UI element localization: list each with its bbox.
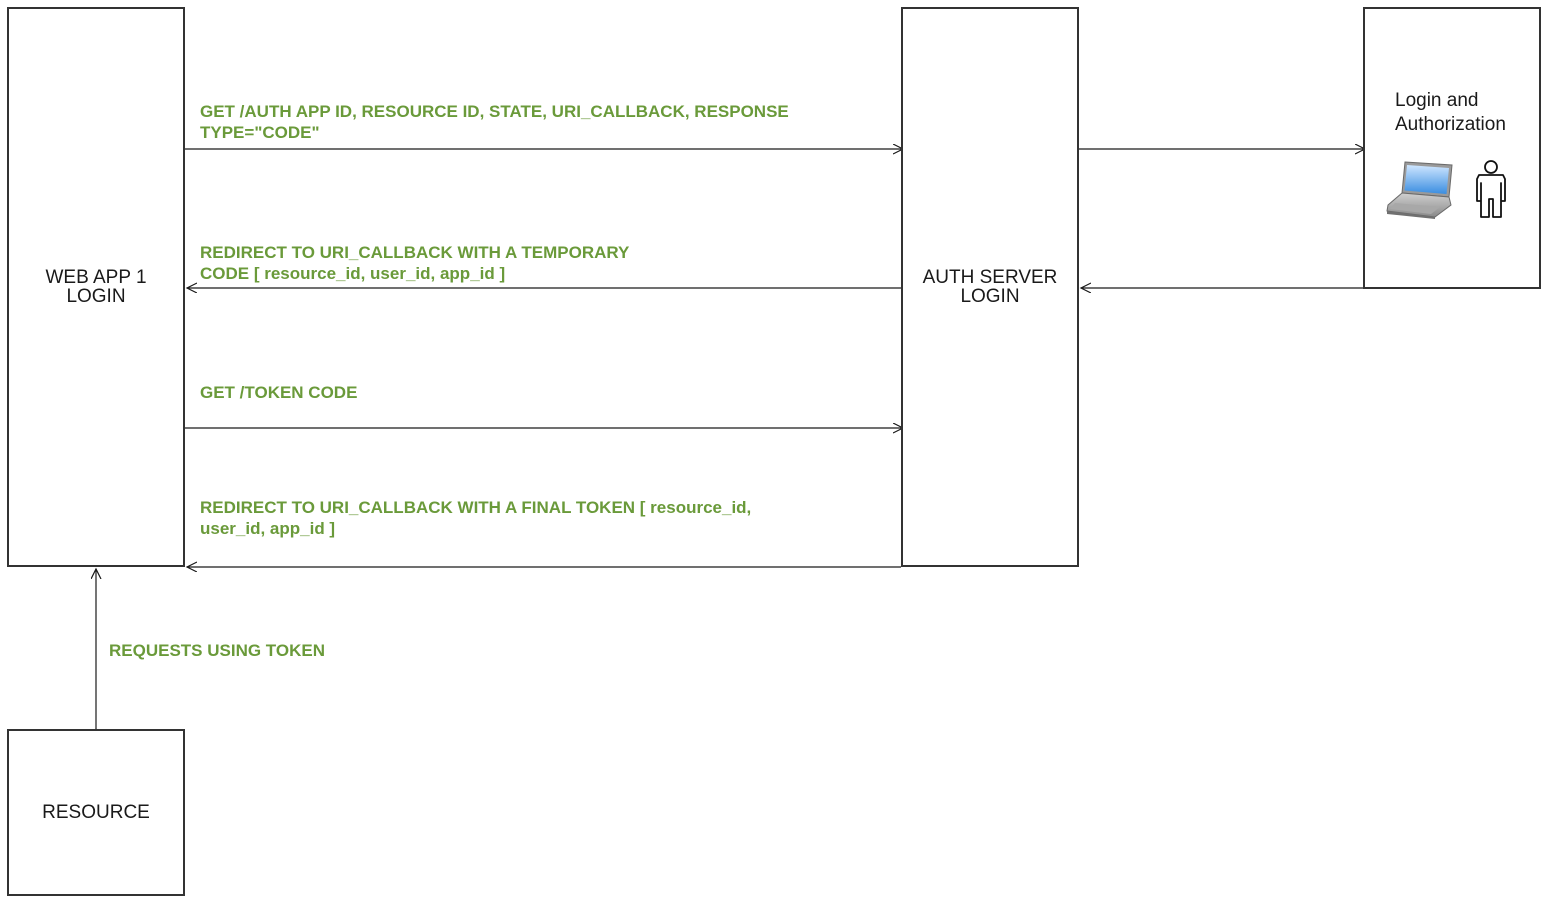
message-redirect-final-line2: user_id, app_id ] <box>200 519 336 538</box>
auth-server-label-line1: AUTH SERVER <box>922 267 1058 288</box>
message-redirect-temp-line2: CODE [ resource_id, user_id, app_id ] <box>200 264 506 283</box>
message-requests-using-token: REQUESTS USING TOKEN <box>109 640 325 661</box>
person-icon <box>1476 160 1506 218</box>
web-app-label-line2: LOGIN <box>66 286 126 307</box>
message-get-auth-line2: TYPE="CODE" <box>200 123 320 142</box>
message-get-auth: GET /AUTH APP ID, RESOURCE ID, STATE, UR… <box>200 101 789 143</box>
auth-server-login-box: AUTH SERVER LOGIN <box>901 7 1079 567</box>
message-get-auth-line1: GET /AUTH APP ID, RESOURCE ID, STATE, UR… <box>200 102 789 121</box>
resource-box: RESOURCE <box>7 729 185 896</box>
login-authorization-box: Login and Authorization <box>1363 7 1541 289</box>
login-authorization-title: Login and Authorization <box>1395 90 1506 135</box>
resource-label: RESOURCE <box>42 802 150 823</box>
auth-server-label-line2: LOGIN <box>960 286 1020 307</box>
web-app-label-line1: WEB APP 1 <box>45 267 147 288</box>
message-get-token-line1: GET /TOKEN CODE <box>200 383 358 402</box>
laptop-icon <box>1386 161 1453 219</box>
message-get-token: GET /TOKEN CODE <box>200 382 357 403</box>
web-app-login-box: WEB APP 1 LOGIN <box>7 7 185 567</box>
message-redirect-temp-line1: REDIRECT TO URI_CALLBACK WITH A TEMPORAR… <box>200 243 630 262</box>
message-requests-line1: REQUESTS USING TOKEN <box>109 641 325 660</box>
message-redirect-final-token: REDIRECT TO URI_CALLBACK WITH A FINAL TO… <box>200 497 751 539</box>
message-redirect-final-line1: REDIRECT TO URI_CALLBACK WITH A FINAL TO… <box>200 498 752 517</box>
message-redirect-temporary-code: REDIRECT TO URI_CALLBACK WITH A TEMPORAR… <box>200 242 629 284</box>
